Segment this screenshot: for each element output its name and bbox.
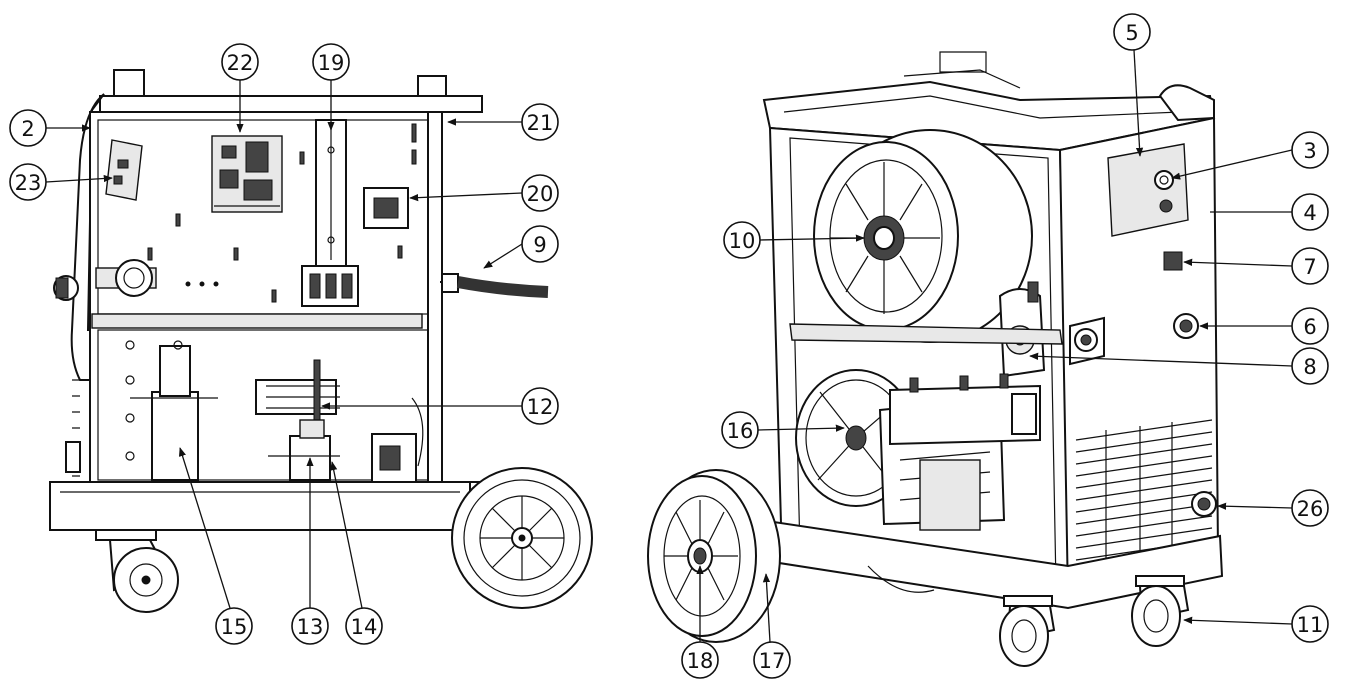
callout-13: 13 bbox=[291, 457, 329, 645]
svg-text:12: 12 bbox=[527, 395, 554, 419]
callout-2: 2 bbox=[9, 109, 91, 147]
svg-text:13: 13 bbox=[297, 615, 324, 639]
callout-10: 10 bbox=[723, 221, 865, 259]
callout-7: 7 bbox=[1183, 247, 1329, 285]
svg-text:15: 15 bbox=[221, 615, 248, 639]
svg-text:4: 4 bbox=[1303, 201, 1316, 225]
svg-text:9: 9 bbox=[533, 233, 546, 257]
callout-3: 3 bbox=[1171, 131, 1329, 180]
callout-8: 8 bbox=[1029, 347, 1329, 385]
callout-18: 18 bbox=[681, 565, 719, 679]
callout-23: 23 bbox=[9, 163, 113, 201]
svg-text:8: 8 bbox=[1303, 355, 1316, 379]
perspective-view-machine bbox=[647, 51, 1224, 667]
callout-16: 16 bbox=[721, 411, 845, 449]
svg-text:3: 3 bbox=[1303, 139, 1316, 163]
svg-text:7: 7 bbox=[1303, 255, 1316, 279]
callout-4: 4 bbox=[1210, 193, 1329, 231]
callout-21: 21 bbox=[447, 103, 559, 141]
svg-text:22: 22 bbox=[227, 51, 254, 75]
svg-text:5: 5 bbox=[1125, 21, 1138, 45]
callout-9: 9 bbox=[483, 225, 559, 269]
svg-text:18: 18 bbox=[687, 649, 714, 673]
svg-text:23: 23 bbox=[15, 171, 42, 195]
callout-6: 6 bbox=[1199, 307, 1329, 345]
svg-text:17: 17 bbox=[759, 649, 786, 673]
side-view-machine bbox=[49, 69, 593, 613]
callout-12: 12 bbox=[321, 387, 559, 425]
svg-text:10: 10 bbox=[729, 229, 756, 253]
callout-15: 15 bbox=[178, 447, 253, 645]
svg-text:11: 11 bbox=[1297, 613, 1324, 637]
callout-20: 20 bbox=[409, 174, 559, 212]
svg-text:2: 2 bbox=[21, 117, 34, 141]
callout-11: 11 bbox=[1183, 605, 1329, 643]
svg-text:19: 19 bbox=[318, 51, 345, 75]
callout-22: 22 bbox=[221, 43, 259, 133]
svg-text:6: 6 bbox=[1303, 315, 1316, 339]
callout-5: 5 bbox=[1113, 13, 1151, 157]
svg-text:26: 26 bbox=[1297, 497, 1324, 521]
callout-19: 19 bbox=[312, 43, 350, 131]
svg-text:21: 21 bbox=[527, 111, 554, 135]
svg-text:20: 20 bbox=[527, 182, 554, 206]
svg-text:14: 14 bbox=[351, 615, 378, 639]
callout-26: 26 bbox=[1217, 489, 1329, 527]
callout-17: 17 bbox=[753, 573, 791, 679]
svg-text:16: 16 bbox=[727, 419, 754, 443]
callout-14: 14 bbox=[330, 461, 383, 645]
